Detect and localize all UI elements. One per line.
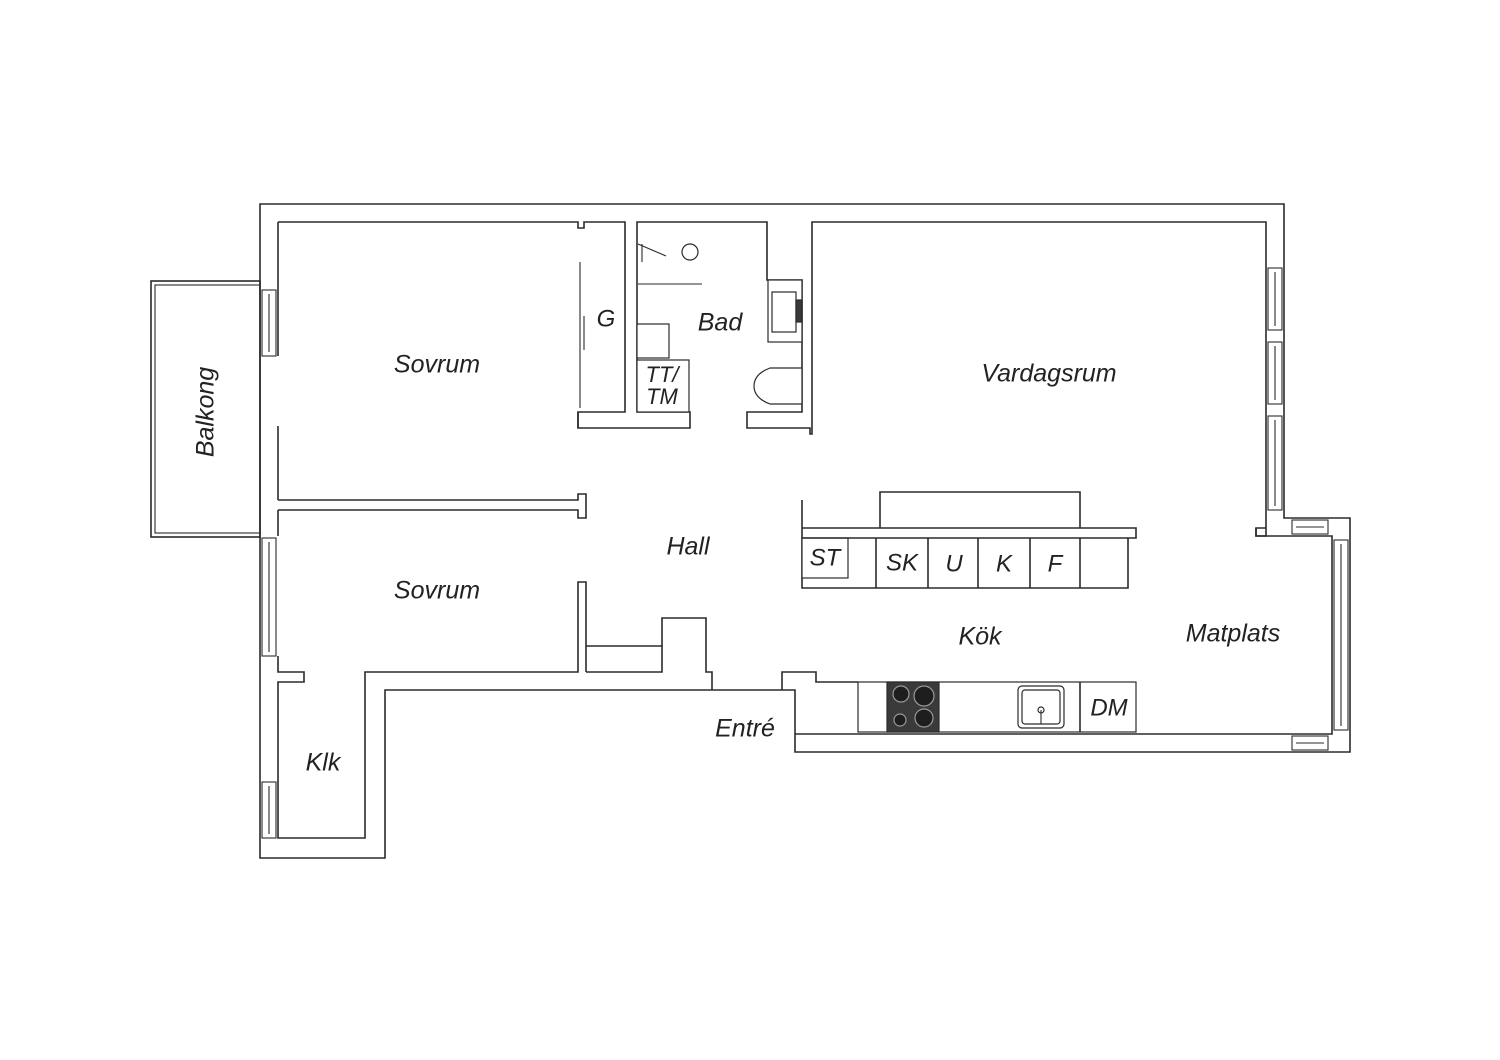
label-matplats: Matplats — [1186, 620, 1280, 648]
wall-between-bedrooms — [278, 493, 587, 519]
room-labels: Balkong Sovrum Sovrum Klk Bad G TT/ TM H… — [192, 305, 1281, 776]
label-dm: DM — [1090, 694, 1127, 721]
appliance-labels: ST SK U K F DM — [810, 544, 1128, 721]
outer-wall-inner-line — [278, 221, 1267, 537]
label-u: U — [945, 550, 963, 577]
right-windows — [1267, 267, 1349, 751]
label-entre: Entré — [715, 715, 775, 743]
label-k: K — [996, 550, 1013, 577]
washbasin-icon — [767, 279, 803, 343]
shower-icon — [637, 243, 702, 285]
label-tt: TT/ — [646, 362, 681, 387]
label-tm: TM — [646, 384, 678, 409]
wall-lower-bedroom — [277, 581, 587, 839]
left-windows — [261, 289, 277, 839]
outer-walls — [259, 203, 1351, 859]
entry-closet-right — [661, 617, 713, 690]
label-st: ST — [810, 544, 843, 571]
toilet-icon — [753, 367, 803, 405]
island-backsplash — [879, 491, 1081, 528]
label-f: F — [1048, 550, 1064, 577]
entry-closet — [586, 645, 663, 673]
kitchen-counter — [857, 681, 1137, 733]
label-hall: Hall — [666, 533, 711, 561]
balcony-inner — [154, 284, 261, 534]
outer-wall-outline — [259, 203, 1351, 859]
kitchen-island — [801, 491, 1137, 589]
bath-counter — [636, 323, 670, 359]
kitchen-sink-icon — [1017, 685, 1065, 729]
bathroom-fixtures — [636, 243, 803, 413]
label-kok: Kök — [958, 623, 1003, 651]
hob-icon — [886, 681, 940, 733]
tt-tm-box — [636, 359, 690, 413]
interior-walls — [277, 222, 858, 839]
label-sovrum-upper: Sovrum — [394, 351, 480, 379]
outer-wall-right-return — [795, 527, 1333, 735]
label-bad: Bad — [698, 309, 744, 337]
wall-entry-kitchen — [781, 671, 858, 690]
label-sk: SK — [886, 549, 919, 576]
st-box — [801, 537, 849, 579]
label-garderob: G — [597, 305, 616, 332]
label-klk: Klk — [306, 749, 342, 777]
label-vardagsrum: Vardagsrum — [981, 360, 1116, 388]
label-balkong: Balkong — [192, 367, 220, 457]
island-counter — [801, 500, 1137, 589]
balcony — [150, 280, 261, 538]
label-sovrum-lower: Sovrum — [394, 577, 480, 605]
